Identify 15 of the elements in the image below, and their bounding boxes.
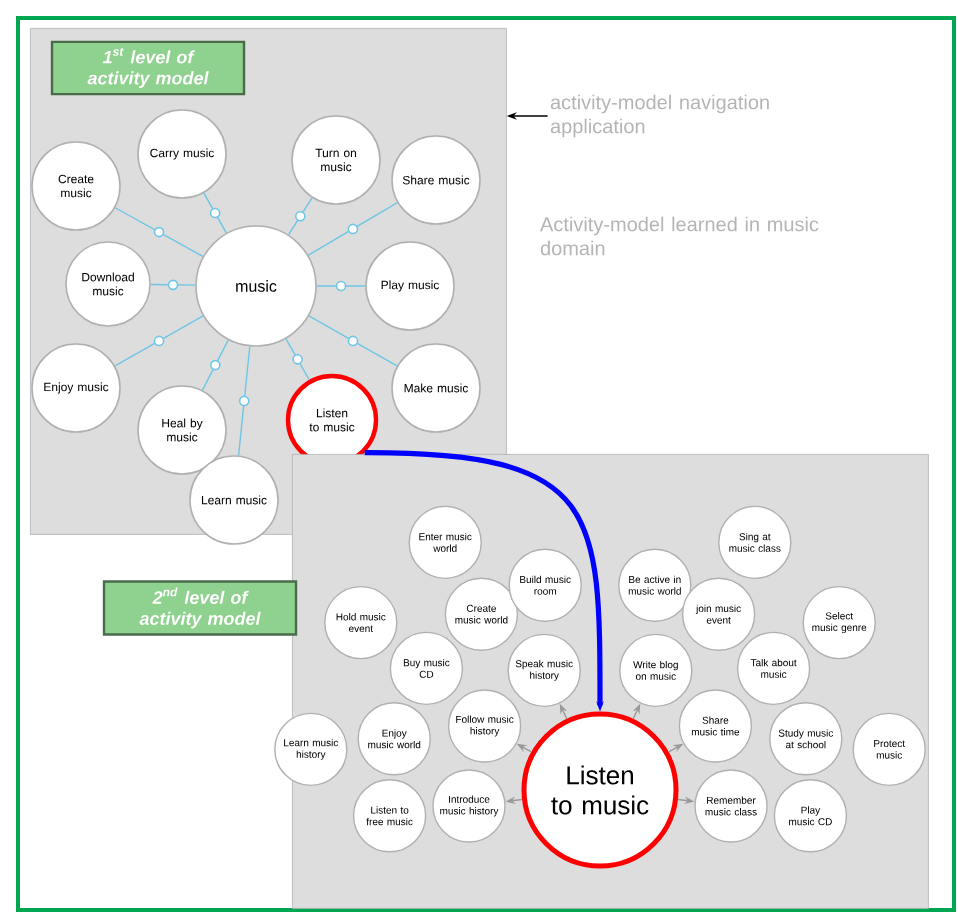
- connector-line: [308, 315, 398, 367]
- connector-line: [150, 279, 196, 291]
- level-tag: 2$^{nd}$ level of activity model: [102, 580, 298, 636]
- connector-line: [285, 338, 310, 381]
- annotation-text: Activity-model learned in music domain: [540, 216, 819, 256]
- connector-line: [307, 202, 399, 256]
- connector-line: [287, 197, 313, 236]
- connector-line: [114, 207, 204, 258]
- level-tag: 1$^{st}$ level of activity model: [50, 40, 246, 96]
- connector-line: [201, 339, 229, 391]
- connector-line: [114, 315, 204, 367]
- connector-line: [203, 192, 227, 234]
- connector-line: [316, 280, 366, 292]
- annotation-text: activity-model navigation application: [550, 94, 769, 138]
- connector-line: [237, 345, 251, 457]
